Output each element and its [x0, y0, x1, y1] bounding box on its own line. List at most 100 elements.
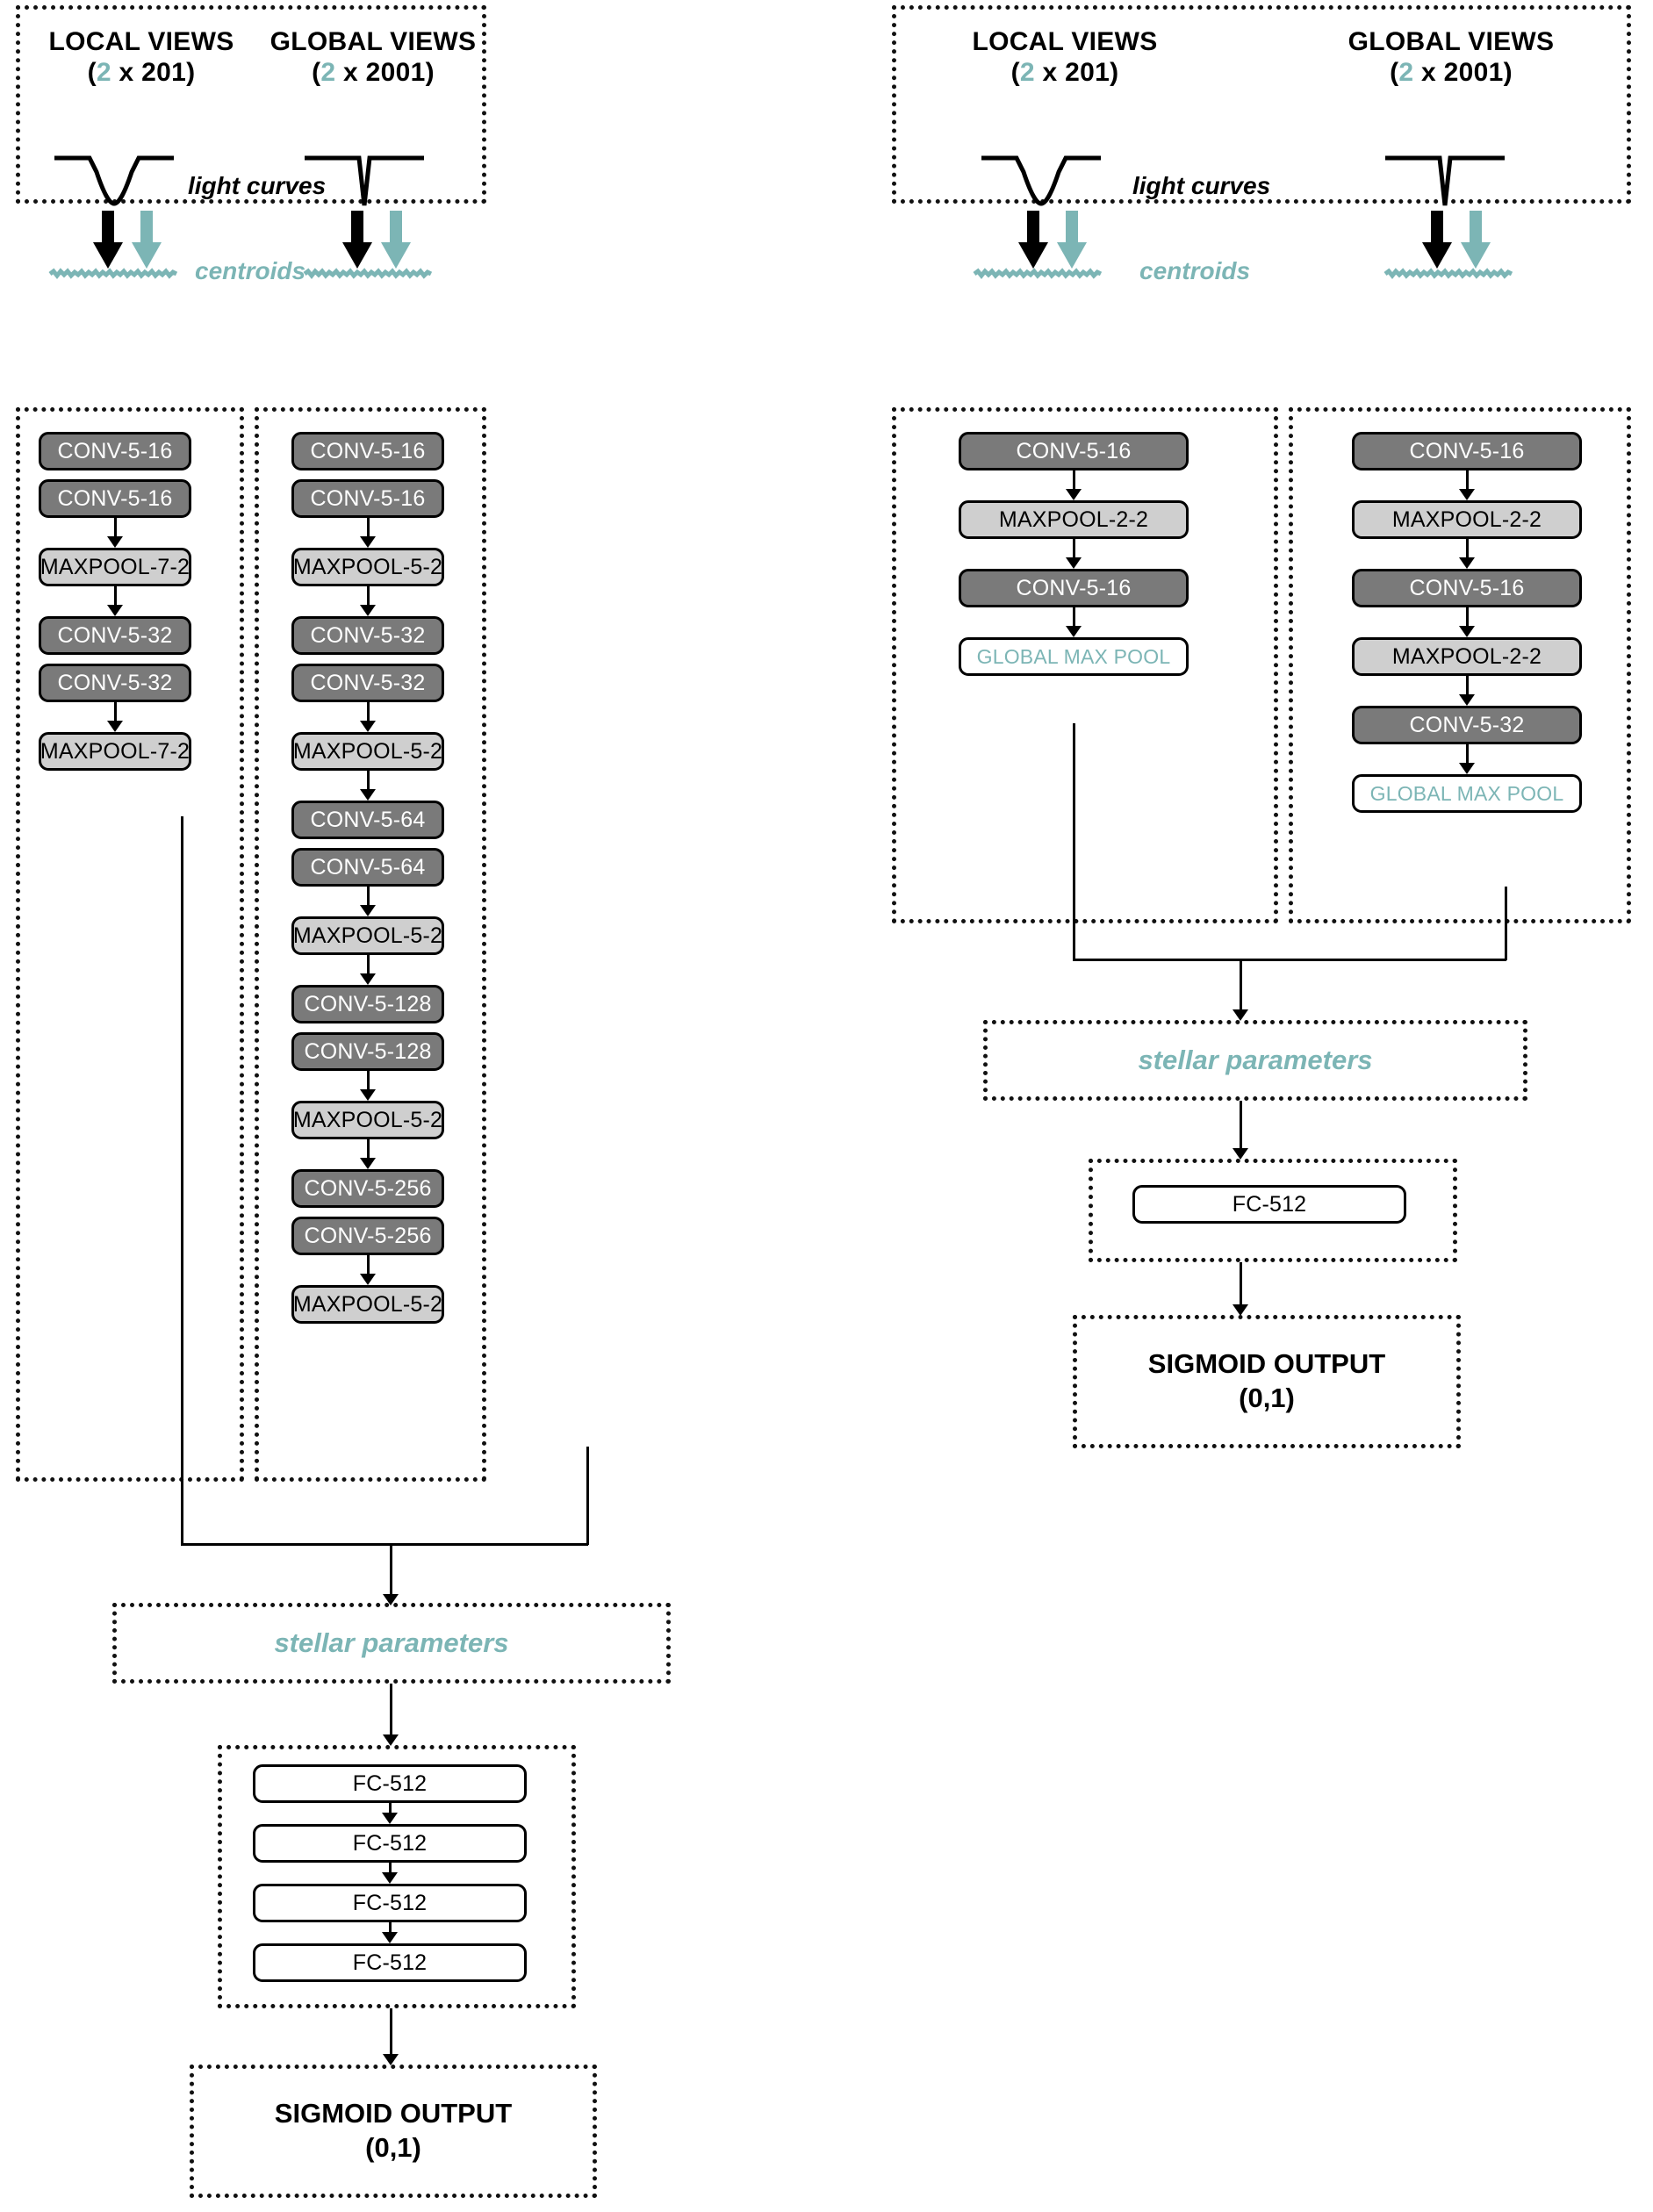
left-global-connector-arrowhead	[360, 536, 376, 548]
left-local-pool-block[interactable]: MAXPOOL-7-2	[39, 548, 191, 586]
left-local-lightcurve-icon	[54, 155, 174, 206]
right-global-merge-line	[1505, 887, 1507, 960]
right-fc-panel	[1089, 1159, 1457, 1262]
right-local-connector-arrowhead	[1066, 626, 1082, 637]
right-global-pool-block[interactable]: MAXPOOL-2-2	[1352, 637, 1582, 676]
left-sigmoid-title: SIGMOID OUTPUT	[274, 2098, 513, 2129]
right-local-lightcurve-arrow	[1018, 211, 1048, 272]
left-global-views-dims: (2 x 2001)	[312, 58, 435, 88]
right-global-lightcurve-arrow	[1422, 211, 1452, 272]
left-global-conv-block[interactable]: CONV-5-32	[291, 664, 444, 702]
left-global-conv-block[interactable]: CONV-5-64	[291, 801, 444, 839]
left-merge-hline	[181, 1543, 588, 1546]
left-global-lightcurve-icon	[305, 155, 424, 206]
left-global-connector-arrowhead	[360, 1274, 376, 1285]
left-global-connector-line	[366, 771, 370, 789]
left-centroids-label: centroids	[195, 257, 306, 284]
right-stellar-parameters-label: stellar parameters	[1138, 1045, 1373, 1075]
right-fc-fc-block[interactable]: FC-512	[1132, 1185, 1406, 1224]
left-local-conv-block[interactable]: CONV-5-32	[39, 664, 191, 702]
left-global-lightcurve-arrow	[342, 211, 372, 272]
right-global-gmp-block[interactable]: GLOBAL MAX POOL	[1352, 774, 1582, 813]
left-global-connector-line	[366, 887, 370, 905]
left-global-conv-block[interactable]: CONV-5-128	[291, 985, 444, 1023]
left-global-conv-block[interactable]: CONV-5-128	[291, 1032, 444, 1071]
right-global-connector-arrowhead	[1459, 626, 1475, 637]
right-fc-to-output-line	[1240, 1262, 1242, 1308]
left-local-conv-block[interactable]: CONV-5-32	[39, 616, 191, 655]
left-global-pool-block[interactable]: MAXPOOL-5-2	[291, 1101, 444, 1139]
right-light-curves-label: light curves	[1132, 172, 1271, 199]
right-global-conv-block[interactable]: CONV-5-32	[1352, 706, 1582, 744]
right-local-pool-block[interactable]: MAXPOOL-2-2	[959, 500, 1189, 539]
left-global-connector-line	[366, 955, 370, 973]
right-global-connector-arrowhead	[1459, 694, 1475, 706]
left-local-connector-line	[113, 518, 117, 536]
left-global-conv-block[interactable]: CONV-5-256	[291, 1217, 444, 1255]
right-global-centroid-arrow	[1461, 211, 1491, 272]
left-fc-fc-block[interactable]: FC-512	[253, 1943, 527, 1982]
right-local-centroid-icon	[973, 268, 1103, 280]
left-global-conv-block[interactable]: CONV-5-16	[291, 479, 444, 518]
right-local-connector-arrowhead	[1066, 489, 1082, 500]
left-fc-panel	[218, 1745, 576, 2008]
left-light-curves-label: light curves	[188, 172, 327, 199]
left-local-conv-block[interactable]: CONV-5-16	[39, 479, 191, 518]
left-local-connector-line	[113, 702, 117, 721]
left-global-pool-block[interactable]: MAXPOOL-5-2	[291, 1285, 444, 1324]
left-global-pool-block[interactable]: MAXPOOL-5-2	[291, 916, 444, 955]
right-merge-hline	[1073, 959, 1506, 961]
right-stellar-to-fc-arrowhead	[1233, 1148, 1248, 1160]
right-local-gmp-block[interactable]: GLOBAL MAX POOL	[959, 637, 1189, 676]
left-stellar-to-fc-line	[390, 1684, 392, 1738]
left-global-pool-block[interactable]: MAXPOOL-5-2	[291, 732, 444, 771]
left-sigmoid-output-label: SIGMOID OUTPUT (0,1)	[190, 2065, 597, 2198]
left-fc-fc-block[interactable]: FC-512	[253, 1824, 527, 1863]
left-fc-connector-line	[388, 1863, 392, 1872]
left-local-conv-block[interactable]: CONV-5-16	[39, 432, 191, 470]
left-global-conv-block[interactable]: CONV-5-32	[291, 616, 444, 655]
right-local-conv-block[interactable]: CONV-5-16	[959, 569, 1189, 607]
left-global-pool-block[interactable]: MAXPOOL-5-2	[291, 548, 444, 586]
right-global-cnn-panel	[1289, 407, 1631, 923]
left-global-connector-arrowhead	[360, 789, 376, 801]
right-local-merge-line	[1073, 723, 1075, 960]
right-global-conv-block[interactable]: CONV-5-16	[1352, 569, 1582, 607]
right-sigmoid-output-label: SIGMOID OUTPUT (0,1)	[1073, 1315, 1461, 1448]
left-local-views-label: LOCAL VIEWS	[48, 27, 234, 56]
right-local-views-title: LOCAL VIEWS (2 x 201)	[955, 26, 1175, 89]
left-local-pool-block[interactable]: MAXPOOL-7-2	[39, 732, 191, 771]
right-merge-arrowhead	[1233, 1009, 1248, 1021]
left-merge-down-line	[390, 1543, 392, 1598]
right-local-centroid-arrow	[1057, 211, 1087, 272]
left-global-conv-block[interactable]: CONV-5-64	[291, 848, 444, 887]
right-local-connector-line	[1072, 470, 1075, 489]
right-global-connector-arrowhead	[1459, 763, 1475, 774]
left-global-conv-block[interactable]: CONV-5-256	[291, 1169, 444, 1208]
right-global-connector-line	[1465, 607, 1469, 626]
right-global-connector-arrowhead	[1459, 489, 1475, 500]
left-local-connector-arrowhead	[107, 605, 123, 616]
right-fc-to-output-arrowhead	[1233, 1304, 1248, 1316]
right-global-centroid-icon	[1383, 268, 1513, 280]
right-sigmoid-output-panel	[1073, 1315, 1461, 1448]
right-local-conv-block[interactable]: CONV-5-16	[959, 432, 1189, 470]
left-local-connector-line	[113, 586, 117, 605]
left-global-connector-line	[366, 702, 370, 721]
right-global-conv-block[interactable]: CONV-5-16	[1352, 432, 1582, 470]
left-fc-fc-block[interactable]: FC-512	[253, 1764, 527, 1803]
left-fc-fc-block[interactable]: FC-512	[253, 1884, 527, 1922]
left-local-views-dims: (2 x 201)	[87, 58, 196, 88]
left-stellar-parameters-label: stellar parameters	[274, 1627, 509, 1658]
right-global-pool-block[interactable]: MAXPOOL-2-2	[1352, 500, 1582, 539]
right-stellar-to-fc-line	[1240, 1101, 1242, 1152]
right-global-connector-line	[1465, 470, 1469, 489]
left-global-conv-block[interactable]: CONV-5-16	[291, 432, 444, 470]
right-local-views-label: LOCAL VIEWS	[972, 27, 1158, 56]
left-global-connector-line	[366, 586, 370, 605]
left-sigmoid-range: (0,1)	[365, 2132, 421, 2163]
left-global-connector-line	[366, 1255, 370, 1274]
right-local-lightcurve-icon	[981, 155, 1101, 206]
right-sigmoid-range: (0,1)	[1239, 1382, 1295, 1413]
left-global-views-label: GLOBAL VIEWS	[270, 27, 477, 56]
